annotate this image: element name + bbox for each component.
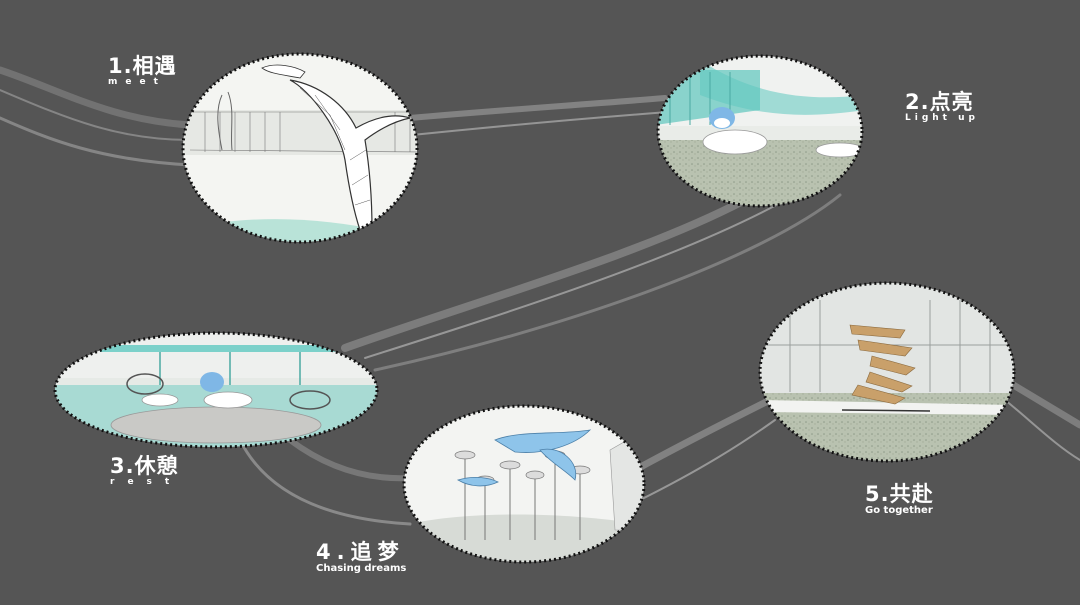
whale-sculpture bbox=[289, 79, 411, 231]
station-label-5: 5.共赴 Go together bbox=[865, 484, 934, 516]
station-subtitle: Go together bbox=[865, 505, 933, 516]
station-subtitle: Chasing dreams bbox=[316, 563, 407, 574]
flow-path bbox=[1004, 399, 1080, 461]
flying-whale bbox=[494, 429, 592, 453]
flow-path bbox=[639, 419, 776, 501]
station-subtitle: rest bbox=[110, 477, 183, 487]
vignette-go-together bbox=[758, 281, 1016, 463]
station-title: 4.追梦 bbox=[316, 540, 405, 564]
whale-mascot bbox=[200, 372, 224, 392]
flow-path bbox=[341, 196, 749, 352]
cloud-seat bbox=[702, 129, 768, 155]
flying-whale bbox=[539, 448, 577, 481]
vignette-rest bbox=[53, 331, 379, 449]
spiral-sculpture bbox=[849, 324, 916, 405]
flow-path bbox=[1001, 376, 1080, 429]
flow-path bbox=[411, 111, 669, 136]
flow-path bbox=[287, 437, 413, 482]
flow-path bbox=[238, 438, 412, 526]
station-label-4: 4.追梦 Chasing dreams bbox=[316, 542, 406, 574]
station-title: 1.相遇 bbox=[108, 54, 177, 78]
flow-path bbox=[0, 89, 191, 141]
station-subtitle: Light up bbox=[905, 113, 979, 123]
flow-paths bbox=[0, 66, 1080, 526]
station-label-1: 1.相遇 meet bbox=[108, 56, 177, 87]
flow-path bbox=[373, 193, 842, 372]
flow-path bbox=[407, 95, 668, 121]
station-label-2: 2.点亮 Light up bbox=[905, 92, 979, 123]
flow-path bbox=[0, 66, 194, 129]
station-title: 3.休憩 bbox=[110, 454, 179, 478]
flow-path bbox=[0, 116, 192, 167]
vignette-meet bbox=[181, 52, 419, 244]
station-title: 5.共赴 bbox=[865, 482, 934, 506]
station-label-3: 3.休憩 rest bbox=[110, 456, 182, 487]
vignette-light-up bbox=[656, 54, 864, 208]
flow-path bbox=[631, 396, 774, 474]
vignette-chasing-dreams bbox=[402, 404, 646, 564]
station-title: 2.点亮 bbox=[905, 90, 974, 114]
flow-path bbox=[364, 202, 781, 359]
station-subtitle: meet bbox=[108, 77, 166, 87]
